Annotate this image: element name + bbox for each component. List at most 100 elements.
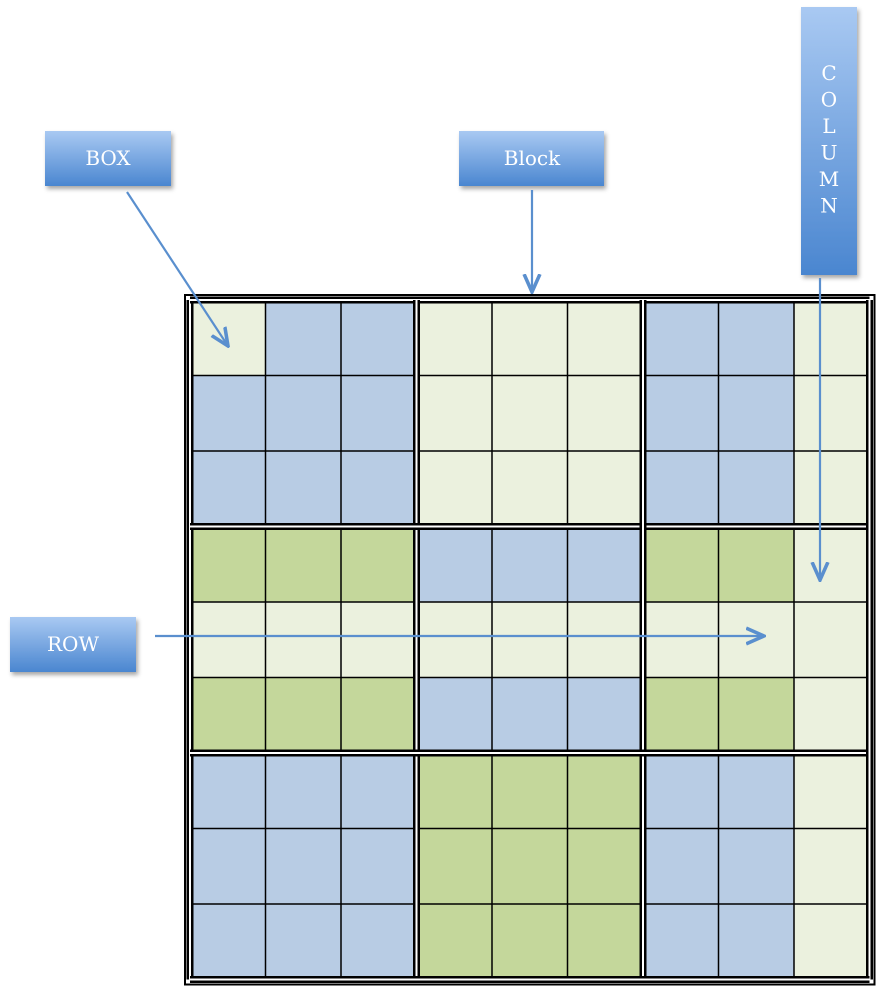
- grid-cell: [190, 828, 266, 904]
- grid-cell: [567, 375, 643, 451]
- grid-cell: [718, 753, 794, 829]
- grid-cell: [265, 677, 341, 753]
- grid-cell: [567, 526, 643, 602]
- grid-cell: [265, 602, 341, 678]
- grid-cell: [794, 904, 870, 980]
- grid-cell: [341, 375, 417, 451]
- grid-cell: [718, 602, 794, 678]
- grid-cell: [492, 753, 568, 829]
- grid-cell: [794, 300, 870, 376]
- grid-cell: [643, 828, 719, 904]
- grid-cell: [341, 904, 417, 980]
- grid-cell: [643, 300, 719, 376]
- column-letter: U: [821, 141, 838, 165]
- grid-cell: [643, 904, 719, 980]
- grid-cell: [416, 300, 492, 376]
- row-label: ROW: [47, 632, 99, 656]
- grid-cell: [567, 753, 643, 829]
- grid-cell: [492, 451, 568, 527]
- grid-cell: [492, 677, 568, 753]
- column-callout-shape: [801, 7, 857, 275]
- grid-cell: [416, 677, 492, 753]
- grid-cell: [341, 300, 417, 376]
- grid-cell: [492, 375, 568, 451]
- grid-cell: [416, 602, 492, 678]
- grid-cell: [567, 602, 643, 678]
- grid-cell: [265, 904, 341, 980]
- grid-cell: [265, 526, 341, 602]
- grid-cell: [416, 451, 492, 527]
- box-label: BOX: [85, 146, 131, 170]
- block-callout: Block: [459, 131, 604, 186]
- grid-cell: [794, 602, 870, 678]
- grid-cell: [567, 300, 643, 376]
- grid-cell: [265, 300, 341, 376]
- grid-cell: [794, 828, 870, 904]
- block-callout-shape: [459, 131, 604, 186]
- grid-cell: [718, 451, 794, 527]
- sudoku-grid: [190, 300, 870, 980]
- grid-cell: [794, 526, 870, 602]
- column-letter: N: [820, 194, 838, 218]
- column-letter: C: [821, 61, 836, 85]
- grid-cell: [643, 677, 719, 753]
- grid-cell: [341, 602, 417, 678]
- grid-cell: [718, 526, 794, 602]
- grid-cell: [492, 300, 568, 376]
- grid-cell: [567, 677, 643, 753]
- grid-cell: [416, 375, 492, 451]
- grid-cell: [643, 602, 719, 678]
- grid-cell: [567, 451, 643, 527]
- grid-cell: [416, 904, 492, 980]
- grid-cell: [643, 451, 719, 527]
- grid-cell: [190, 451, 266, 527]
- grid-lines: [184, 294, 876, 986]
- grid-cell: [718, 300, 794, 376]
- grid-cell: [643, 375, 719, 451]
- column-letter: O: [821, 88, 837, 112]
- grid-cell: [341, 526, 417, 602]
- grid-cell: [794, 375, 870, 451]
- grid-cell: [265, 451, 341, 527]
- grid-cell: [492, 828, 568, 904]
- grid-cell: [341, 753, 417, 829]
- grid-cell: [794, 451, 870, 527]
- grid-cell: [190, 602, 266, 678]
- row-callout-shape: [10, 617, 136, 672]
- grid-cell: [718, 904, 794, 980]
- grid-cell: [341, 677, 417, 753]
- grid-cell: [794, 677, 870, 753]
- grid-cell: [190, 677, 266, 753]
- grid-cell: [190, 904, 266, 980]
- grid-cell: [416, 753, 492, 829]
- grid-cell: [567, 904, 643, 980]
- box-callout: BOX: [45, 131, 171, 186]
- box-callout-shape: [45, 131, 171, 186]
- grid-cell: [718, 828, 794, 904]
- grid-cell: [567, 828, 643, 904]
- grid-cell: [190, 753, 266, 829]
- column-letter: L: [822, 114, 835, 138]
- grid-cell: [643, 753, 719, 829]
- grid-cell: [718, 677, 794, 753]
- grid-cell: [492, 526, 568, 602]
- grid-cell: [265, 375, 341, 451]
- grid-cell: [341, 828, 417, 904]
- grid-cell: [190, 300, 266, 376]
- grid-cell: [341, 451, 417, 527]
- grid-cell: [416, 828, 492, 904]
- grid-outer-frame: [184, 294, 876, 986]
- grid-cell: [190, 375, 266, 451]
- grid-cell: [794, 753, 870, 829]
- row-callout: ROW: [10, 617, 136, 672]
- grid-cell: [492, 904, 568, 980]
- grid-cell: [265, 753, 341, 829]
- grid-cell: [416, 526, 492, 602]
- grid-cell: [643, 526, 719, 602]
- grid-cell: [718, 375, 794, 451]
- box-arrow: [126, 191, 228, 346]
- grid-cell: [190, 526, 266, 602]
